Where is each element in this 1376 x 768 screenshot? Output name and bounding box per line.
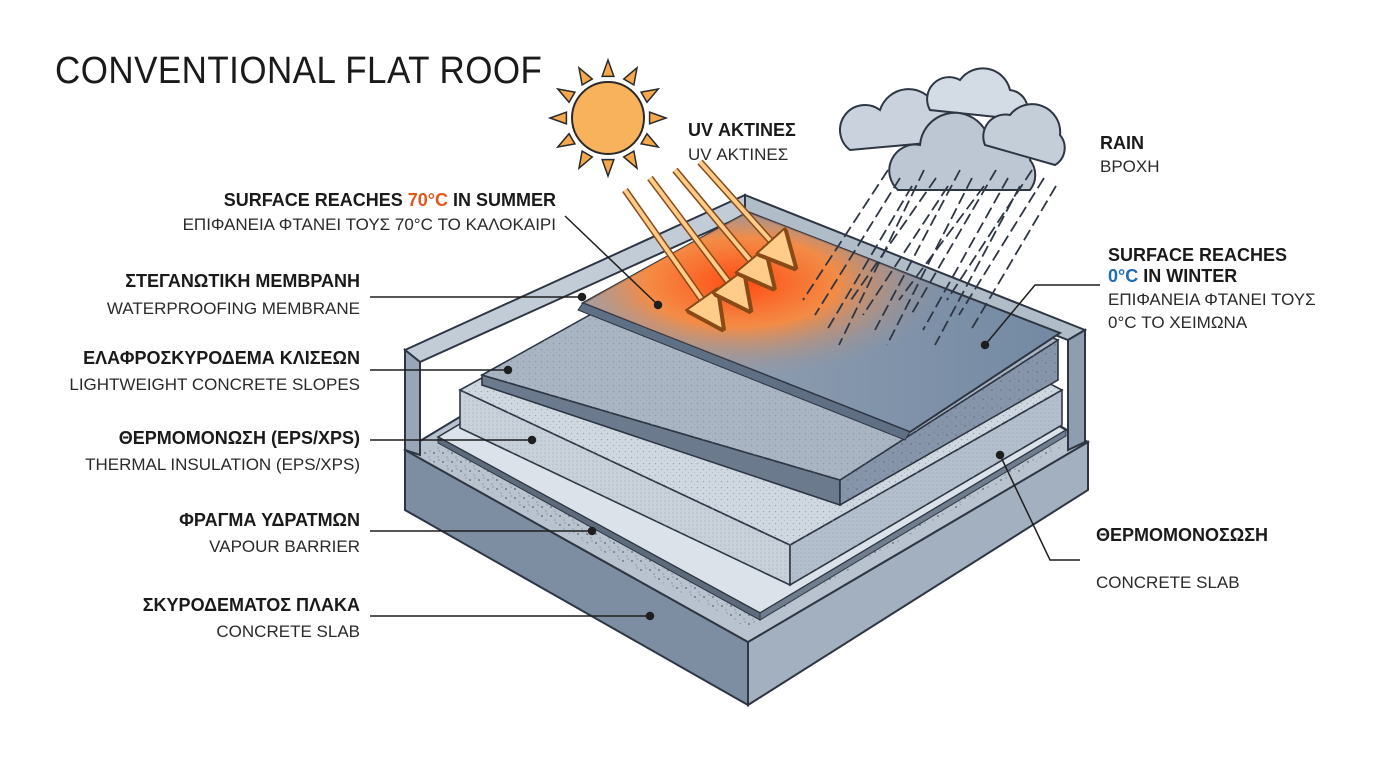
rain-streak bbox=[838, 169, 925, 346]
winter-label-line1: SURFACE REACHES bbox=[1108, 245, 1288, 265]
parapet-right-wall bbox=[1067, 328, 1086, 452]
layer-vapour-english: VAPOUR BARRIER bbox=[209, 537, 360, 556]
sun-ray bbox=[601, 57, 615, 78]
rain-lines bbox=[802, 169, 1057, 346]
rain-streak bbox=[814, 177, 901, 316]
winter-suffix: IN WINTER bbox=[1138, 266, 1238, 286]
rain-streak bbox=[934, 185, 1021, 346]
sun-ray bbox=[577, 65, 594, 87]
rain-streak bbox=[970, 185, 1057, 331]
sun-ray bbox=[547, 111, 568, 125]
cloud-icon bbox=[839, 67, 1066, 191]
layer-slopes-english: LIGHTWEIGHT CONCRETE SLOPES bbox=[69, 375, 360, 394]
summer-label-english: SURFACE REACHES 70°C IN SUMMER bbox=[224, 190, 556, 211]
uv-label-line2: UV ΑΚΤΙΝΕΣ bbox=[688, 145, 789, 164]
rain-streak bbox=[862, 185, 949, 316]
sun-ray bbox=[555, 132, 577, 149]
parapet-left-wall bbox=[404, 347, 421, 457]
layer-membrane-english: WATERPROOFING MEMBRANE bbox=[106, 299, 360, 318]
rain-streak bbox=[802, 169, 889, 301]
uv-arrows bbox=[622, 159, 786, 318]
sun-ray bbox=[601, 158, 615, 179]
heat-glow bbox=[583, 212, 1060, 432]
rain-streak bbox=[886, 177, 973, 346]
sun-ray bbox=[577, 149, 594, 171]
rain-streak bbox=[958, 177, 1045, 316]
right-label-greek: ΘΕΡΜΟΜΟΝΟΣΩΣΗ bbox=[1096, 525, 1269, 545]
layer-membrane-greek: ΣΤΕΓΑΝΩΤΙΚΗ ΜΕΜΒΡΑΝΗ bbox=[125, 271, 360, 291]
summer-suffix: IN SUMMER bbox=[448, 190, 556, 210]
sun-ray bbox=[622, 65, 639, 87]
sun-ray bbox=[639, 87, 661, 104]
winter-label-line2: 0°C IN WINTER bbox=[1108, 266, 1237, 287]
layer-insulation-greek: ΘΕΡΜΟΜΟΝΩΣΗ (EPS/XPS) bbox=[118, 428, 360, 448]
summer-prefix: SURFACE REACHES bbox=[223, 190, 408, 210]
layer-insulation-english: THERMAL INSULATION (EPS/XPS) bbox=[85, 455, 360, 474]
winter-label-greek1: ΕΠΙΦΑΝΕΙΑ ΦΤΑΝΕΙ ΤΟΥΣ bbox=[1108, 290, 1316, 309]
sun-ray bbox=[639, 132, 661, 149]
sun-ray bbox=[622, 149, 639, 171]
layer-vapour-greek: ΦΡΑΓΜΑ ΥΔΡΑΤΜΩΝ bbox=[179, 510, 360, 530]
sun-ray bbox=[648, 111, 669, 125]
rain-streak bbox=[946, 169, 1033, 301]
rain-streak bbox=[826, 185, 913, 331]
rain-streak bbox=[898, 185, 985, 301]
rain-streak bbox=[850, 177, 937, 301]
summer-temp: 70°C bbox=[407, 190, 448, 210]
rain-streak bbox=[922, 177, 1009, 331]
winter-label-greek2: 0°C ΤΟ ΧΕΙΜΩΝΑ bbox=[1108, 313, 1248, 332]
layer-slopes-greek: ΕΛΑΦΡΟΣΚΥΡΟΔΕΜΑ ΚΛΙΣΕΩΝ bbox=[83, 348, 360, 368]
winter-temp: 0°C bbox=[1108, 266, 1139, 286]
leader-lines bbox=[370, 215, 1100, 621]
rain-streak bbox=[910, 169, 997, 316]
page-title: CONVENTIONAL FLAT ROOF bbox=[55, 50, 543, 92]
layer-slab-english: CONCRETE SLAB bbox=[216, 622, 360, 641]
layer-slab-greek: ΣΚΥΡΟΔΕΜΑΤΟΣ ΠΛΑΚΑ bbox=[142, 595, 360, 615]
right-label-english: CONCRETE SLAB bbox=[1096, 573, 1240, 592]
uv-label-line1: UV ΑΚΤΙΝΕΣ bbox=[688, 120, 796, 140]
sun-icon bbox=[547, 57, 669, 179]
summer-label-greek: ΕΠΙΦΑΝΕΙΑ ΦΤΑΝΕΙ ΤΟΥΣ 70°C ΤΟ ΚΑΛΟΚΑΙΡΙ bbox=[182, 215, 556, 234]
sun-ray bbox=[555, 87, 577, 104]
rain-streak bbox=[874, 169, 961, 331]
rain-label-greek: ΒΡΟΧΗ bbox=[1100, 157, 1160, 176]
rain-label-english: RAIN bbox=[1100, 133, 1144, 153]
